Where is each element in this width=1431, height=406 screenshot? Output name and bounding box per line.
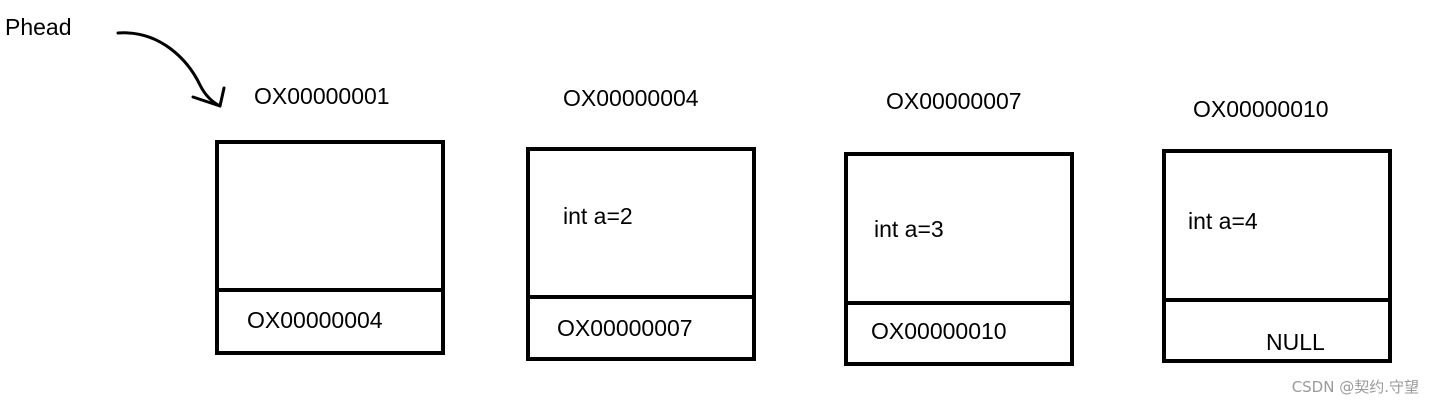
node-3-divider bbox=[848, 301, 1070, 305]
node-3-address: OX00000007 bbox=[886, 88, 1022, 114]
node-1-divider bbox=[219, 288, 441, 292]
head-pointer-label: Phead bbox=[5, 14, 72, 40]
node-3-box: int a=3 OX00000010 bbox=[844, 152, 1074, 366]
node-4-box: int a=4 NULL bbox=[1162, 149, 1392, 363]
node-4-data: int a=4 bbox=[1188, 208, 1258, 234]
node-4-address: OX00000010 bbox=[1193, 96, 1329, 122]
head-pointer-curve bbox=[116, 31, 222, 108]
node-2-next-pointer: OX00000007 bbox=[557, 315, 693, 341]
node-1-next-pointer: OX00000004 bbox=[247, 307, 383, 333]
node-2-box: int a=2 OX00000007 bbox=[526, 147, 756, 361]
node-4-next-pointer: NULL bbox=[1266, 329, 1325, 355]
node-2-divider bbox=[530, 295, 752, 299]
node-2-address: OX00000004 bbox=[563, 85, 699, 111]
watermark: CSDN @契约.守望 bbox=[1291, 378, 1419, 396]
node-1-address: OX00000001 bbox=[254, 83, 390, 109]
node-3-data: int a=3 bbox=[874, 216, 944, 242]
node-3-next-pointer: OX00000010 bbox=[871, 318, 1007, 344]
node-4-divider bbox=[1166, 298, 1388, 302]
node-1-box: OX00000004 bbox=[215, 140, 445, 355]
head-pointer-arrowhead bbox=[191, 86, 226, 108]
node-2-data: int a=2 bbox=[563, 203, 633, 229]
